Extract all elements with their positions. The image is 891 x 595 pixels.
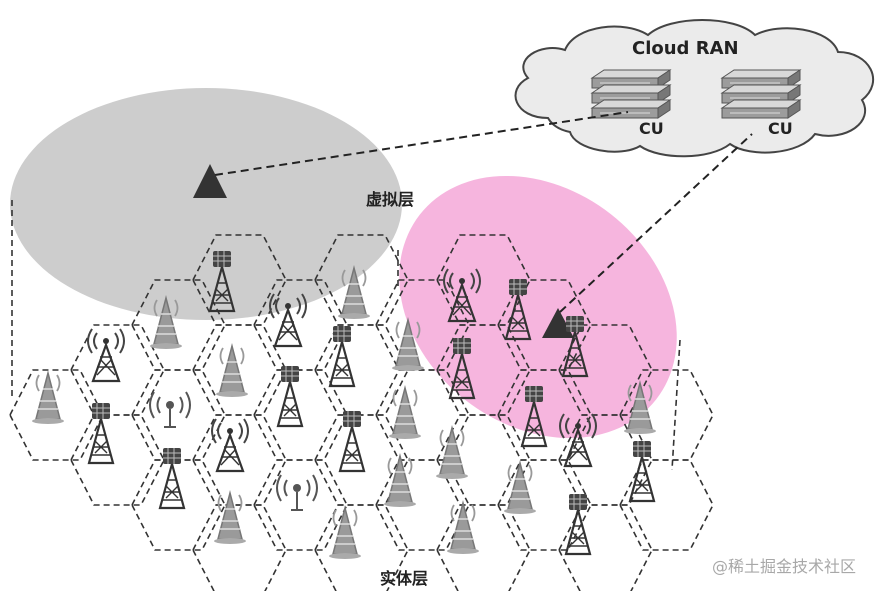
virtual-node-gray-icon — [193, 164, 227, 198]
cu-connection-lines — [214, 111, 753, 313]
cu-label-right: CU — [768, 119, 793, 138]
virtual-layer-label: 虚拟层 — [366, 190, 414, 209]
cu-server-stack-right-icon — [721, 69, 801, 119]
virtual-area-pink — [399, 175, 677, 439]
cloud-ran-shape — [514, 19, 875, 158]
virtual-area-gray — [10, 88, 402, 320]
cloud-ran-title: Cloud RAN — [632, 38, 739, 59]
physical-layer-label: 实体层 — [380, 569, 428, 588]
cu-label-left: CU — [639, 119, 664, 138]
watermark: @稀土掘金技术社区 — [712, 557, 856, 576]
cu-server-stack-left-icon — [591, 69, 671, 119]
projection-lines — [11, 200, 681, 471]
virtual-node-pink-icon — [542, 308, 574, 338]
